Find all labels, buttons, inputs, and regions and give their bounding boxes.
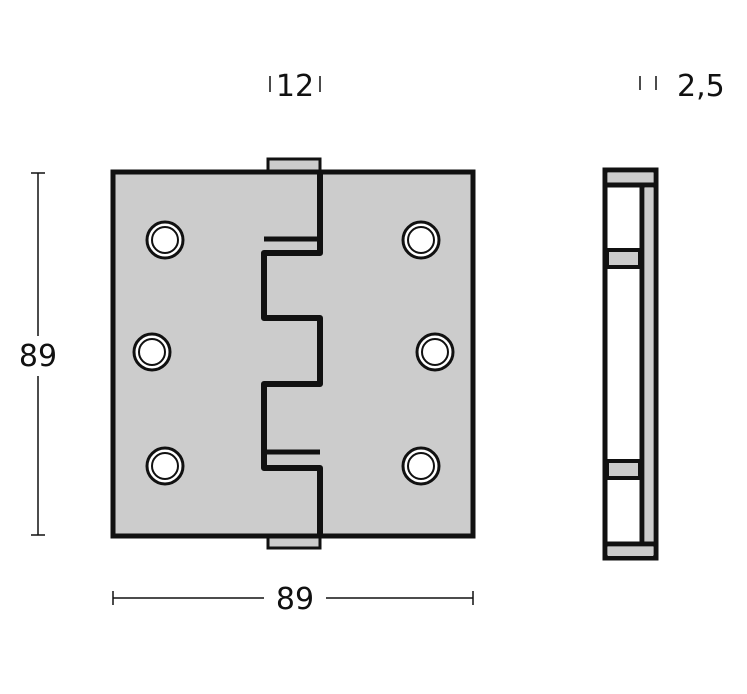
dimension-thickness: 2,5 (639, 69, 725, 104)
width-label: 89 (276, 582, 314, 617)
knuckle-width-label: 12 (276, 69, 314, 104)
screw-hole (145, 220, 185, 260)
screw-hole (415, 332, 455, 372)
thickness-label: 2,5 (677, 69, 725, 104)
screw-hole (401, 220, 441, 260)
screw-hole (132, 332, 172, 372)
height-label: 89 (19, 339, 57, 374)
hinge-joint-line (261, 172, 323, 536)
screw-hole (401, 446, 441, 486)
screw-hole (145, 446, 185, 486)
screw-holes (132, 220, 455, 486)
hinge-side-view (602, 167, 659, 561)
dimension-knuckle-width: 12 (269, 69, 321, 104)
knuckle-inner-line (264, 236, 320, 455)
dimension-width: 89 (112, 582, 474, 617)
hinge-front-view (110, 157, 476, 550)
dimension-height: 89 (19, 172, 57, 536)
